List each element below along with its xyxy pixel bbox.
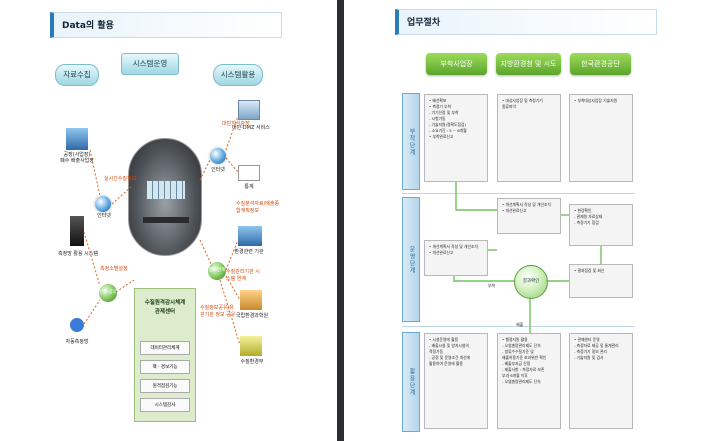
step-box: • 행정지원 활용 - 오염총량관리제도 단속 - 방류수수질기준 및 배출허용… — [497, 333, 561, 429]
connector — [225, 275, 241, 301]
left-connectors — [83, 115, 241, 346]
share-globe-icon: 전송·공유 — [99, 284, 117, 302]
internet-globe-icon — [95, 196, 111, 212]
connector — [199, 159, 211, 181]
stage-divider — [402, 326, 635, 327]
stage-divider — [402, 193, 635, 194]
center-item: 데이터관리체계 — [140, 341, 190, 355]
step-box: • 대상사업장 및 측정기기 종류파악 — [497, 94, 561, 182]
connector — [83, 231, 101, 287]
control-room-image — [128, 138, 202, 256]
station-label: 측정망 활용 시스템 — [58, 251, 98, 257]
connector — [89, 149, 101, 197]
console-desk — [143, 217, 189, 223]
flow-label-notify: 부착 — [488, 283, 496, 288]
center-item: 팩 · 경보기능 — [140, 360, 190, 374]
flow-label: 대민지식광장 — [222, 121, 250, 127]
pill-operate: 시스템운영 — [121, 53, 179, 75]
step-box: • 현장확인 - 관제원 자료상태 - 측정기기 점검 — [569, 204, 633, 246]
factory-icon — [66, 128, 88, 150]
stage-label: 부착단계 — [402, 93, 420, 190]
stage-label: 운영단계 — [402, 197, 420, 322]
flow-label: 수질분석자료/배출종합계획정보 — [236, 201, 280, 214]
right-slide-title: 업무절차 — [395, 9, 657, 35]
env-info-label: 국립환경과학원 — [235, 313, 269, 319]
control-center-panel: 수질원격감시체계 관제센터 데이터관리체계 팩 · 경보기능 원격점검기능 시스… — [134, 288, 196, 422]
internet-globe-icon — [210, 148, 226, 164]
left-slide-title: Data의 활용 — [50, 12, 282, 38]
stat-label: 통계 — [244, 184, 254, 190]
connector — [225, 157, 239, 173]
connector — [219, 279, 241, 346]
dmz-label: 대민·DMZ 서비스 — [232, 125, 270, 131]
env-admin-label: 환경관련 기관 — [234, 249, 264, 255]
video-wall — [147, 181, 185, 199]
auto-measure-label: 자동측정망 — [65, 339, 89, 345]
connector — [199, 239, 213, 267]
connector — [115, 279, 135, 293]
control-center-title: 수질원격감시체계 관제센터 — [144, 300, 186, 315]
internet-label: 인터넷 — [211, 167, 225, 173]
station-icon — [70, 216, 84, 246]
factory-label: 공장(사업장) 폐수 배출사업장 — [60, 152, 94, 164]
monitor-icon — [238, 100, 260, 120]
center-item: 원격점검기능 — [140, 379, 190, 393]
connector — [83, 299, 101, 325]
pill-collect: 자료수집 — [55, 64, 99, 86]
step-box: • 개선계획서 작성 및 개선조치 • 개선완료신고 — [497, 198, 561, 234]
step-box: • 결과점검 및 회신 — [569, 264, 633, 298]
flow-label: 측정소별설정 — [100, 266, 128, 272]
chart-icon — [238, 165, 260, 181]
water-info-label: 수질환경부 — [240, 359, 264, 365]
step-box: • 시설운영에 활용 - 배출시설 및 방지시설의 적정가동 - 공정 및 운영… — [424, 333, 488, 429]
result-check-circle: 결과확인 — [514, 265, 548, 299]
center-item: 시스템감사 — [140, 398, 190, 412]
connector — [455, 182, 497, 211]
connector — [111, 185, 133, 205]
connector — [225, 115, 239, 151]
connector — [453, 276, 514, 282]
pill-use: 시스템활용 — [213, 64, 263, 86]
column-header: 한국환경공단 — [570, 53, 631, 75]
step-box: • 부착대상사업장 기술지원 — [569, 94, 633, 182]
admin-building-icon — [238, 226, 262, 246]
internet-label: 인터넷 — [97, 213, 111, 219]
stage-label: 활용단계 — [402, 332, 420, 432]
step-box: • 배선확보 • 측정기 부착 - 기기선정 및 부착 - 시험가동 - 기술지… — [424, 94, 488, 182]
link-globe-icon: 정보연계 — [208, 262, 226, 280]
connector — [225, 239, 239, 271]
flow-label-submit: 제출 — [516, 322, 524, 327]
person-icon — [70, 318, 84, 332]
left-slide: Data의 활용 자료수집 시스템운영 시스템활용 수질원격감시체계 관제센터 … — [0, 0, 337, 441]
flow-label: 실시간수질정보 — [104, 176, 137, 182]
flow-label: 수질관리기관 시스템 연계 — [226, 269, 260, 282]
step-box: • 개선계획서 작성 및 개선조치 • 개선완료신고 — [424, 240, 488, 276]
flow-label: 수질정보공유/유관기관 정보 공유 — [200, 305, 236, 318]
step-box: • 관제센터 운영 - 측정자료 제공 및 통계관리 - 측정기기 정보 관리 … — [569, 333, 633, 429]
column-header: 부착사업장 — [426, 53, 487, 75]
right-connectors — [453, 182, 602, 333]
column-header: 지방환경청 및 시도 — [496, 53, 561, 75]
ministry-building-icon — [240, 336, 262, 356]
institute-building-icon — [240, 290, 262, 310]
